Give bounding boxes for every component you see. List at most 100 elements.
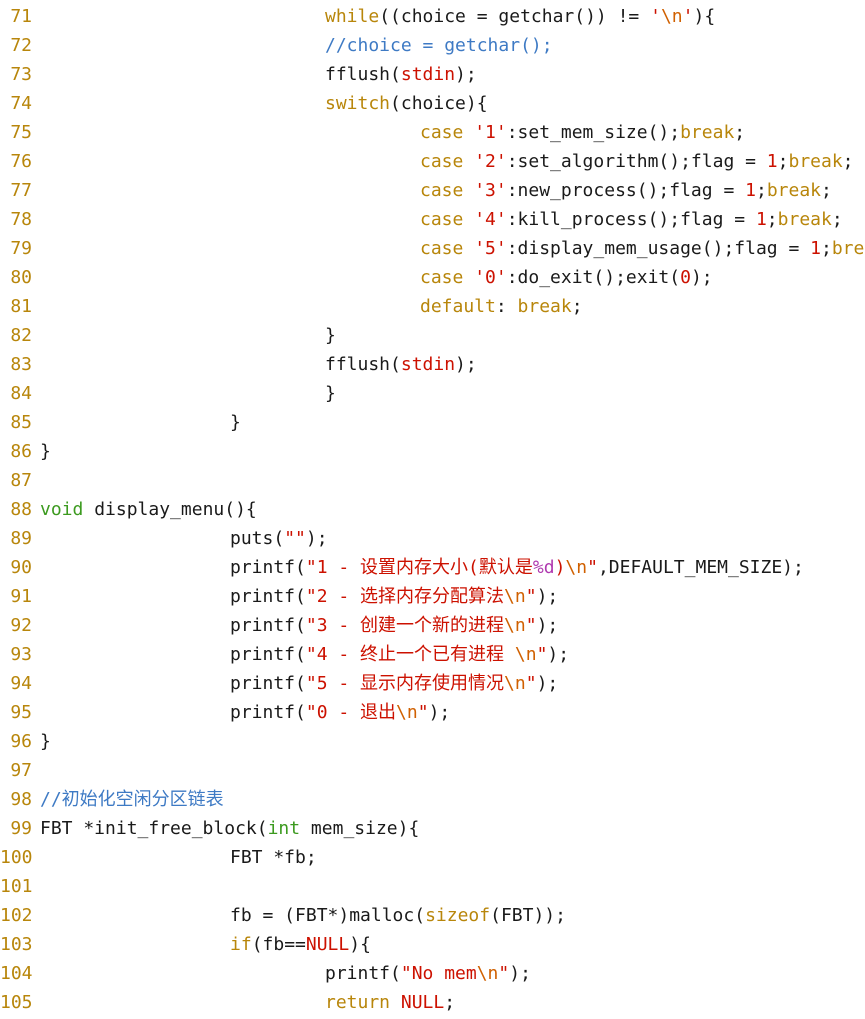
code-token: //初始化空闲分区链表 xyxy=(40,789,224,810)
code-line[interactable]: 77 case '3':new_process();flag = 1;break; xyxy=(0,176,865,205)
code-token: ); xyxy=(690,267,713,288)
line-number: 76 xyxy=(10,151,32,172)
code-token: ); xyxy=(536,615,559,636)
code-line[interactable]: 87 xyxy=(0,466,865,495)
code-line[interactable]: 101 xyxy=(0,872,865,901)
code-token: " xyxy=(525,586,537,607)
line-number: 74 xyxy=(10,93,32,114)
code-token: '0' xyxy=(474,267,507,288)
code-token: case xyxy=(420,238,475,259)
code-line[interactable]: 93 printf("4 - 终止一个已有进程 \n"); xyxy=(0,640,865,669)
line-number: 77 xyxy=(10,180,32,201)
code-token: \n xyxy=(476,963,499,984)
line-number: 91 xyxy=(10,586,32,607)
code-token: case xyxy=(420,180,475,201)
code-token: FBT *fb; xyxy=(230,847,317,868)
code-text: //choice = getchar(); xyxy=(40,31,865,60)
code-token: return xyxy=(325,992,391,1013)
code-text: case '3':new_process();flag = 1;break; xyxy=(40,176,865,205)
code-text: printf("1 - 设置内存大小(默认是%d)\n",DEFAULT_MEM… xyxy=(40,553,865,582)
code-token: printf( xyxy=(230,615,306,636)
line-number: 89 xyxy=(10,528,32,549)
code-token: case xyxy=(420,151,475,172)
line-number: 71 xyxy=(10,6,32,27)
line-number: 87 xyxy=(10,470,32,491)
line-number: 92 xyxy=(10,615,32,636)
code-token: "" xyxy=(284,528,306,549)
code-token: :set_mem_size(); xyxy=(506,122,681,143)
code-token: "3 - 创建一个新的进程 xyxy=(305,615,505,636)
code-token: if xyxy=(230,934,252,955)
code-text: case '1':set_mem_size();break; xyxy=(40,118,865,147)
code-token: ); xyxy=(509,963,531,984)
code-token: ; xyxy=(766,209,778,230)
code-token: (fb== xyxy=(251,934,306,955)
line-number: 93 xyxy=(10,644,32,665)
code-token: stdin xyxy=(400,64,456,85)
code-token: (choice){ xyxy=(390,93,488,114)
code-token: ); xyxy=(547,644,570,665)
code-line[interactable]: 82} xyxy=(0,321,865,350)
line-number: 72 xyxy=(10,35,32,56)
code-line[interactable]: 98//初始化空闲分区链表 xyxy=(0,785,865,814)
code-token: '5' xyxy=(474,238,507,259)
code-text: } xyxy=(40,379,865,408)
code-token: ; xyxy=(571,296,583,317)
code-token: break xyxy=(831,238,865,259)
code-token: \n xyxy=(504,615,526,636)
code-line[interactable]: 96} xyxy=(0,727,865,756)
code-token: :kill_process();flag = xyxy=(506,209,756,230)
code-token: \n xyxy=(660,6,683,27)
code-token: ; xyxy=(755,180,767,201)
line-number: 88 xyxy=(10,499,32,520)
code-text: puts(""); xyxy=(40,524,865,553)
code-line[interactable]: 86} xyxy=(0,437,865,466)
code-token: "5 - 显示内存使用情况 xyxy=(305,673,505,694)
code-token: 1 xyxy=(810,238,821,259)
code-line[interactable]: 72 //choice = getchar(); xyxy=(0,31,865,60)
code-text: printf("4 - 终止一个已有进程 \n"); xyxy=(40,640,865,669)
code-text: case '4':kill_process();flag = 1;break; xyxy=(40,205,865,234)
code-token: ) xyxy=(554,557,566,578)
code-token: break xyxy=(517,296,572,317)
code-token: "No mem xyxy=(400,963,477,984)
code-line[interactable]: 89 puts(""); xyxy=(0,524,865,553)
code-text: case '0':do_exit();exit(0); xyxy=(40,263,865,292)
code-line[interactable]: 84} xyxy=(0,379,865,408)
code-line[interactable]: 85} xyxy=(0,408,865,437)
code-token: case xyxy=(420,209,475,230)
code-token: stdin xyxy=(400,354,456,375)
code-line[interactable]: 97 xyxy=(0,756,865,785)
code-text: } xyxy=(40,408,865,437)
code-token: ){ xyxy=(693,6,716,27)
code-token: break xyxy=(680,122,735,143)
code-token: ; xyxy=(444,992,456,1013)
code-token: ; xyxy=(734,122,746,143)
code-token: } xyxy=(325,325,336,346)
line-number: 86 xyxy=(10,441,32,462)
code-token: fb = (FBT*)malloc( xyxy=(230,905,426,926)
